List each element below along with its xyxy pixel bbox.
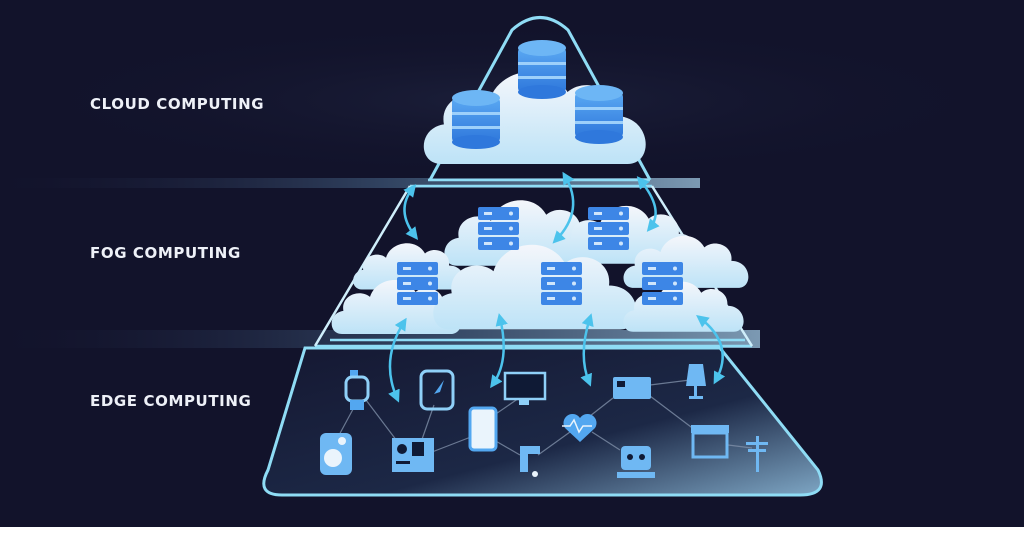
bidirectional-arrow [696,314,726,385]
pyramid-apex-outline [428,16,652,181]
server-rack-icon [397,262,438,305]
database-icon [452,90,500,149]
bidirectional-arrow [490,313,508,389]
circuit-board-icon [392,438,434,472]
smartphone-icon [468,406,498,452]
cloud-computing-label: CLOUD COMPUTING [90,95,265,113]
cloud-fog-divider [410,178,652,188]
bidirectional-arrow [552,171,575,244]
pyramid-diagram [0,16,1024,497]
edge-devices [320,364,768,478]
server-rack-icon [642,262,683,305]
fog-computing-label: FOG COMPUTING [90,244,241,262]
bidirectional-arrow [636,176,660,232]
server-rack-icon [478,207,519,250]
cloud-layer [423,40,646,164]
data-flow-arrows [388,171,726,403]
bidirectional-arrow [580,313,594,387]
bidirectional-arrow [388,317,407,403]
heart-rate-icon [562,413,597,442]
robot-icon [617,446,655,478]
device-network-lines [337,379,753,456]
diagram-canvas: CLOUD COMPUTING FOG COMPUTING EDGE COMPU… [0,0,1024,527]
edge-computing-label: EDGE COMPUTING [90,392,252,410]
server-rack-icon [588,207,629,250]
water-faucet-icon [520,446,540,477]
smartwatch-icon [344,370,370,410]
bidirectional-arrow [403,184,419,240]
cloud-layer-band [0,178,700,188]
tablet-navigation-icon [419,369,455,411]
fog-servers [397,207,683,305]
monitor-icon [503,371,547,405]
server-rack-icon [541,262,582,305]
power-pole-icon [746,436,768,472]
speaker-icon [320,433,352,475]
fog-layer [331,200,749,334]
lamp-icon [686,364,706,399]
database-icon [575,85,623,144]
credit-card-icon [613,377,651,399]
storefront-icon [691,425,729,459]
database-icon [518,40,566,99]
